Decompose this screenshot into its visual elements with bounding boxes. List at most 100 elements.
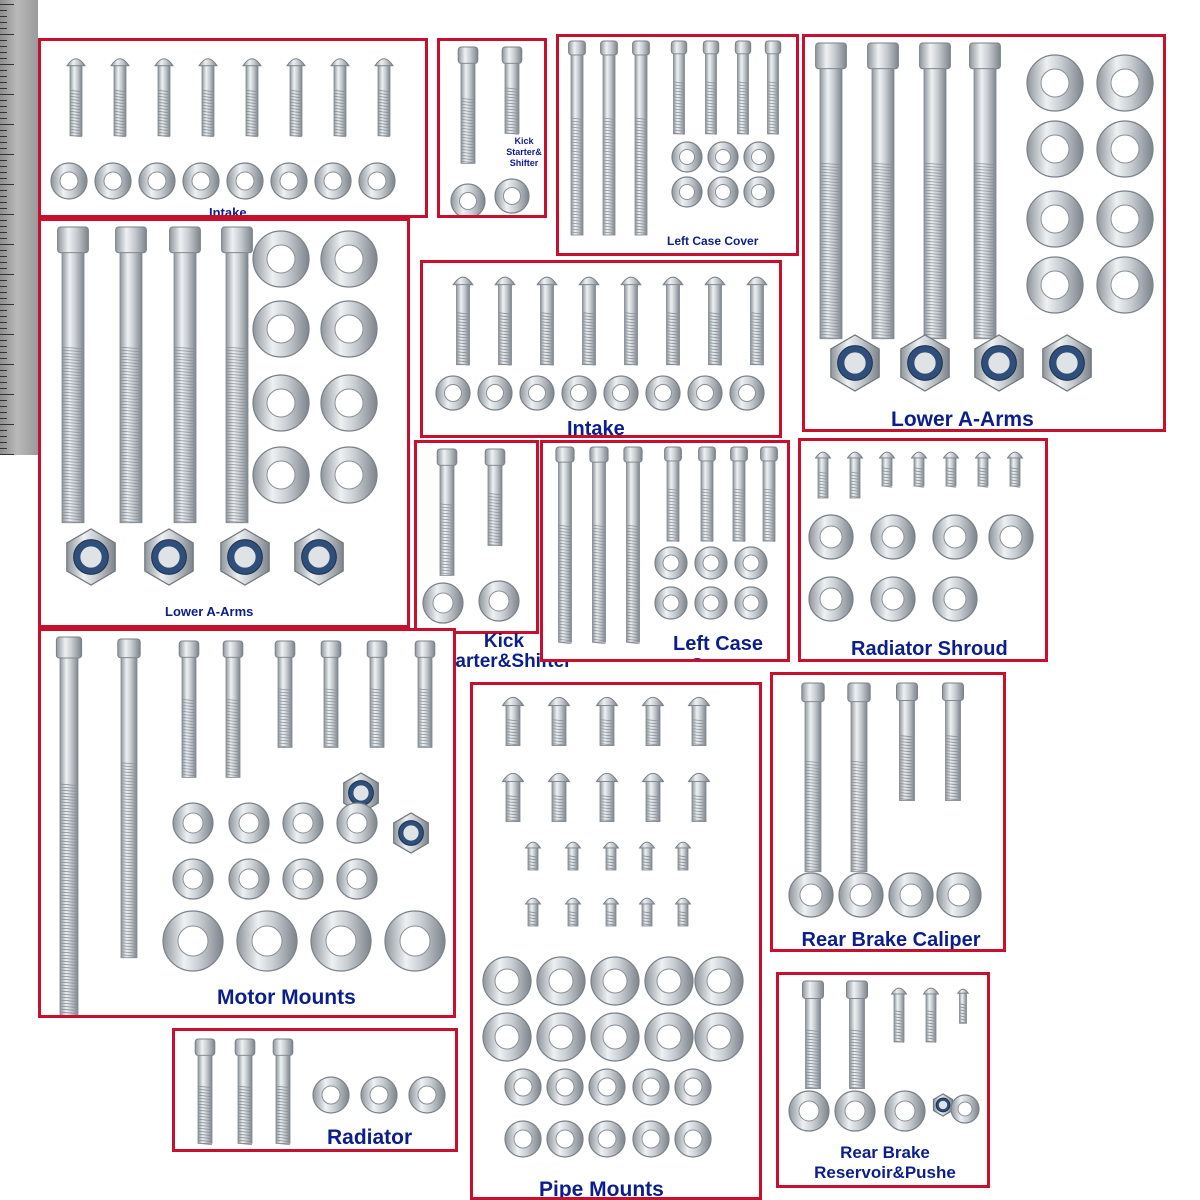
bolt-icon: [221, 226, 253, 524]
bolt-icon: [564, 841, 582, 871]
bolt-icon: [801, 682, 825, 873]
washer-icon: [320, 446, 378, 504]
bolt-icon: [66, 58, 86, 138]
washer-icon: [588, 1068, 626, 1106]
intake-kit-2-panel: Intake: [420, 260, 782, 438]
ruler-tick: [0, 112, 7, 113]
bolt-icon: [867, 42, 899, 340]
ruler-tick: [0, 286, 7, 287]
washer-icon: [226, 162, 264, 200]
bolt-icon: [555, 446, 575, 645]
washer-icon: [950, 1094, 980, 1124]
bolt-icon: [286, 58, 306, 138]
ruler-tick: [0, 244, 14, 245]
bolt-icon: [620, 276, 642, 366]
washer-icon: [172, 858, 214, 900]
washer-icon: [252, 300, 310, 358]
ruler-tick: [0, 346, 7, 347]
ruler-tick: [0, 28, 7, 29]
ruler-tick: [0, 394, 14, 395]
bolt-icon: [452, 276, 474, 366]
ruler-tick: [0, 34, 14, 35]
washer-icon: [588, 1120, 626, 1158]
washer-icon: [674, 1120, 712, 1158]
bolt-icon: [414, 640, 436, 748]
motor-mounts-kit-panel: Motor Mounts: [38, 628, 456, 1018]
bolt-icon: [760, 446, 778, 542]
washer-icon: [838, 872, 884, 918]
lock-nut-icon: [974, 334, 1024, 392]
washer-icon: [314, 162, 352, 200]
washer-icon: [504, 1120, 542, 1158]
washer-icon: [932, 514, 978, 560]
ruler-tick: [0, 238, 7, 239]
washer-icon: [477, 375, 513, 411]
ruler-tick: [0, 52, 7, 53]
left-case-cover-kit-2-panel: Left Case Cover: [540, 440, 790, 662]
ruler-tick: [0, 322, 7, 323]
washer-icon: [834, 1090, 876, 1132]
washer-icon: [1096, 120, 1154, 178]
ruler-tick: [0, 442, 7, 443]
washer-icon: [172, 802, 214, 844]
bolt-icon: [670, 40, 688, 135]
washer-icon: [1096, 256, 1154, 314]
bolt-icon: [734, 40, 752, 135]
bolt-icon: [814, 451, 832, 499]
washer-icon: [645, 375, 681, 411]
washer-icon: [870, 514, 916, 560]
washer-icon: [729, 375, 765, 411]
washer-icon: [358, 162, 396, 200]
bolt-icon: [457, 46, 479, 164]
washer-icon: [707, 176, 739, 208]
rear-brake-caliper-kit-parts: [788, 682, 982, 918]
ruler-tick: [0, 118, 7, 119]
washer-icon: [870, 576, 916, 622]
bolt-icon: [57, 226, 89, 524]
ruler-tick: [0, 166, 7, 167]
washer-icon: [654, 586, 688, 620]
washer-icon: [408, 1076, 446, 1114]
lock-nut-icon: [393, 812, 429, 854]
bolt-icon: [674, 897, 692, 927]
bolt-icon: [638, 897, 656, 927]
bolt-icon: [878, 451, 896, 488]
washer-icon: [310, 910, 372, 972]
bolt-icon: [956, 988, 970, 1024]
bolt-icon: [115, 226, 147, 524]
lock-nut-icon: [1042, 334, 1092, 392]
ruler-tick: [0, 454, 14, 455]
bolt-icon: [117, 638, 141, 959]
bolt-icon: [638, 841, 656, 871]
ruler-tick: [0, 190, 7, 191]
washer-icon: [694, 546, 728, 580]
ruler-tick: [0, 214, 14, 215]
washer-icon: [808, 576, 854, 622]
washer-icon: [687, 375, 723, 411]
ruler-tick: [0, 298, 7, 299]
ruler-tick: [0, 172, 7, 173]
lock-nut-icon: [932, 1093, 954, 1117]
washer-icon: [536, 956, 586, 1006]
ruler-tick: [0, 436, 7, 437]
lower-a-arms-kit-2-label: Lower A-Arms: [165, 604, 254, 619]
bolt-icon: [969, 42, 1001, 340]
radiator-shroud-kit-parts: [808, 451, 1034, 622]
kick-starter-kit-1-parts: [450, 46, 530, 215]
ruler-tick: [0, 250, 7, 251]
intake-kit-1-panel: Intake: [38, 38, 428, 218]
ruler-tick: [0, 280, 7, 281]
bolt-icon: [698, 446, 716, 542]
washer-icon: [1026, 54, 1084, 112]
ruler-tick: [0, 274, 14, 275]
bolt-icon: [632, 40, 650, 236]
washer-icon: [1026, 256, 1084, 314]
ruler-tick: [0, 310, 7, 311]
bolt-icon: [942, 682, 964, 801]
lower-a-arms-kit-1-panel: Lower A-Arms: [802, 34, 1166, 432]
washer-icon: [694, 586, 728, 620]
ruler-tick: [0, 418, 7, 419]
bolt-icon: [589, 446, 609, 645]
left-case-cover-kit-1-parts: [568, 40, 782, 236]
bolt-icon: [662, 276, 684, 366]
